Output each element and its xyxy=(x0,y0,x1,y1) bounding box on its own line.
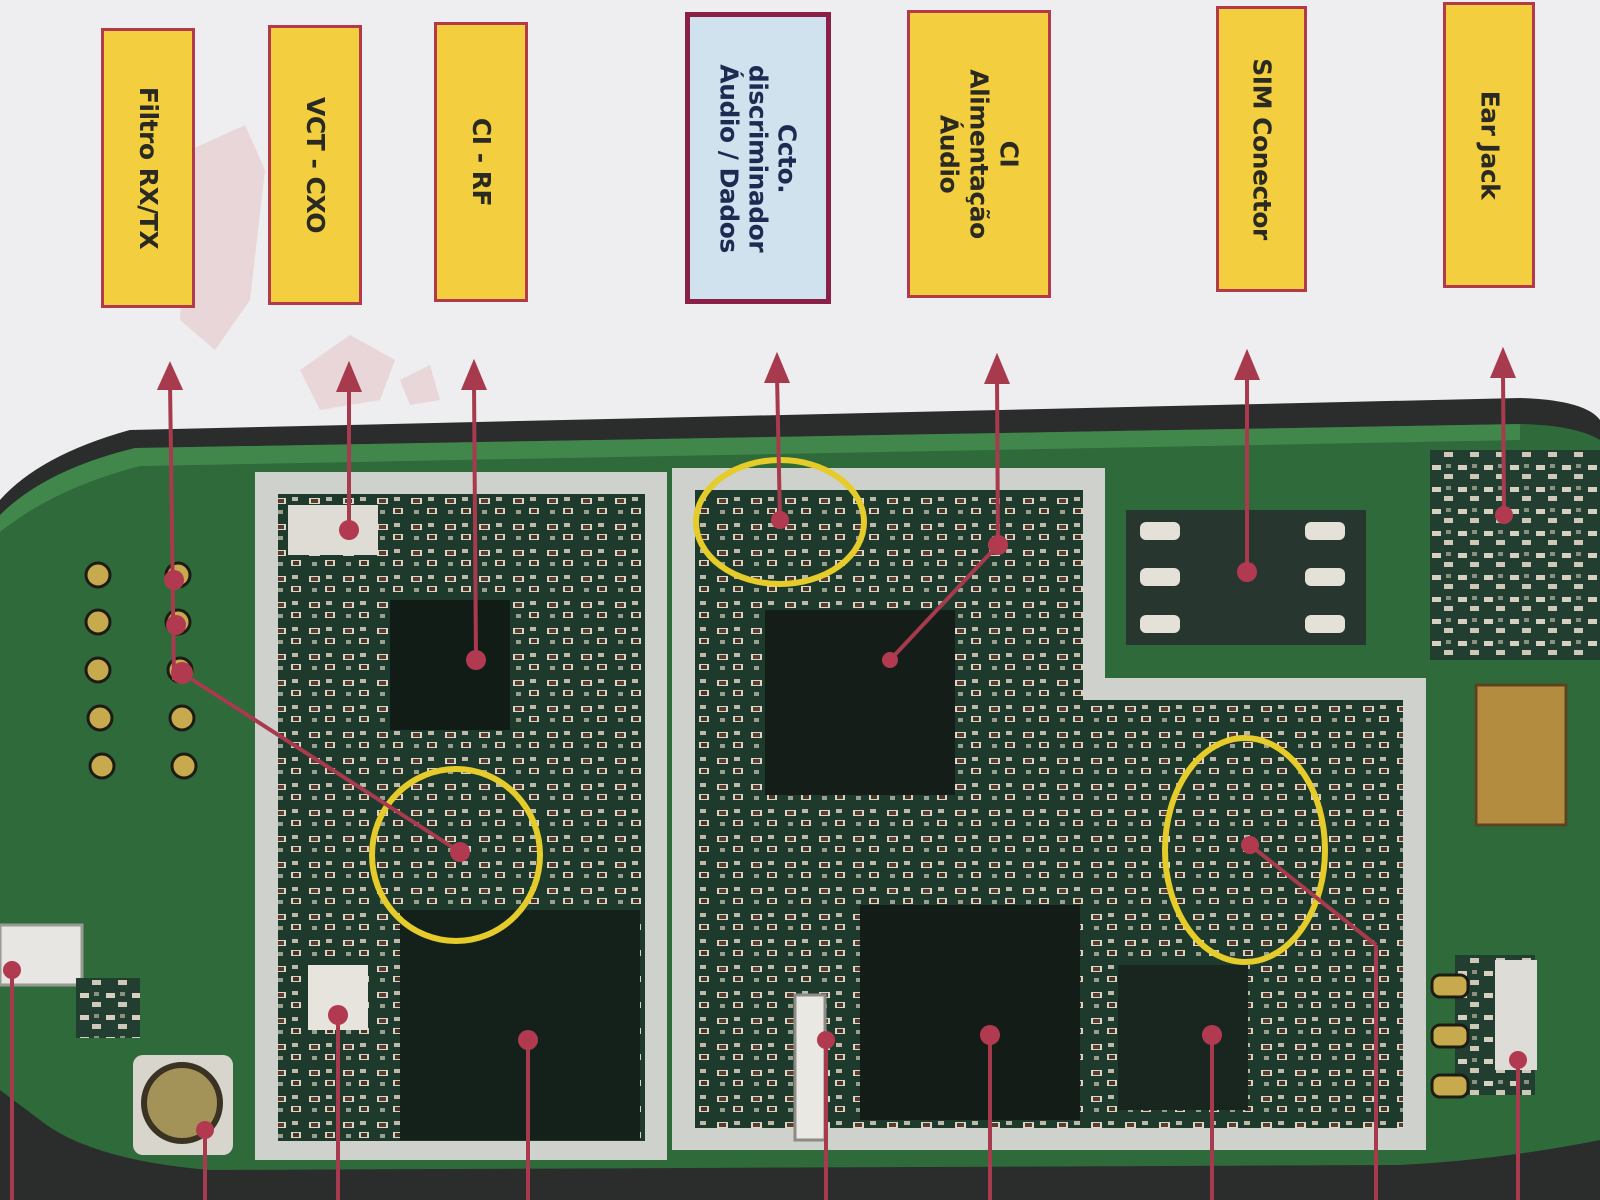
label-sim-conector: SIM Conector xyxy=(1216,6,1307,292)
label-ci-alimentacao-audio: CI Alimentação Áudio xyxy=(907,10,1051,298)
label-ear-jack: Ear Jack xyxy=(1443,2,1535,288)
label-text: SIM Conector xyxy=(1247,58,1277,240)
label-text: Filtro RX/TX xyxy=(134,86,164,250)
label-ci-rf: CI - RF xyxy=(434,22,528,302)
label-text: Ear Jack xyxy=(1475,90,1505,200)
label-filtro-rx-tx: Filtro RX/TX xyxy=(101,28,195,308)
label-text: CI - RF xyxy=(467,117,497,207)
label-ccto-discriminador: Ccto. discriminador Áudio / Dados xyxy=(685,12,831,304)
label-text: VCT - CXO xyxy=(301,96,331,234)
label-vct-cxo: VCT - CXO xyxy=(268,25,362,305)
label-text: Ccto. discriminador Áudio / Dados xyxy=(714,63,802,253)
label-text: CI Alimentação Áudio xyxy=(935,69,1025,239)
